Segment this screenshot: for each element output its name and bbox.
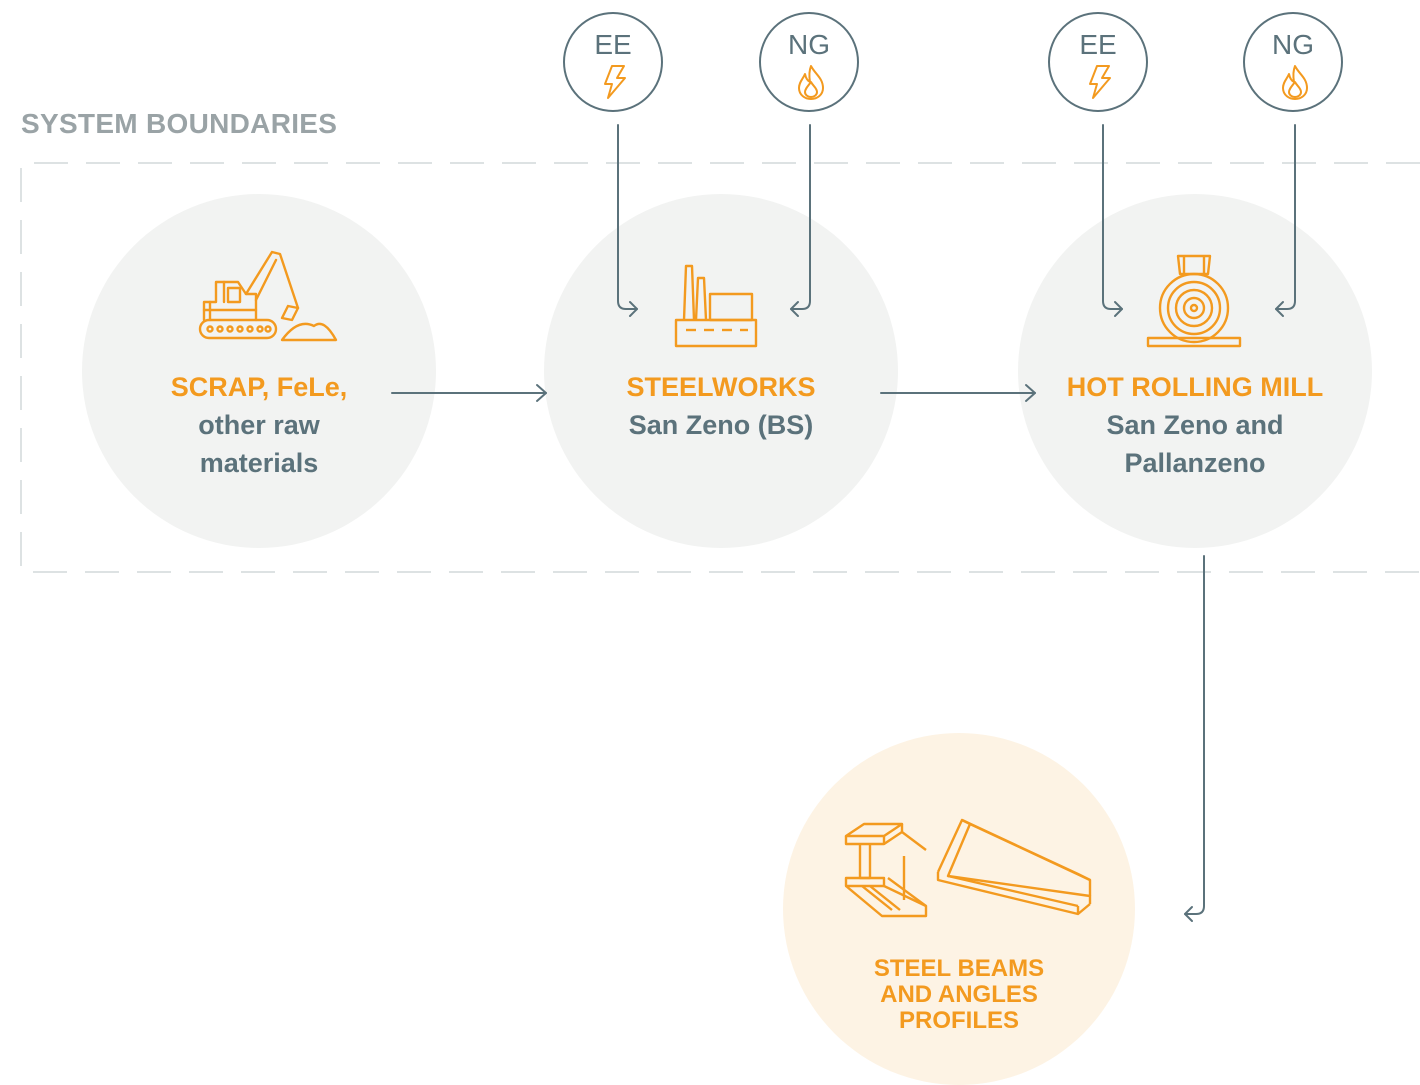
system-boundaries-label: SYSTEM BOUNDARIES (21, 108, 338, 139)
raw-materials-line2: other raw (198, 410, 320, 440)
steelworks-location: San Zeno (BS) (628, 410, 814, 440)
arrow-raw-to-steelworks (391, 384, 547, 402)
rolling-mill-line2: San Zeno and (1106, 410, 1284, 440)
ng-badge: NG (1243, 12, 1343, 112)
arrow-ee-to-mill (1102, 124, 1123, 317)
arrow-ng-to-mill (1275, 124, 1296, 317)
excavator-icon (198, 250, 338, 342)
raw-materials-label: SCRAP, FeLe, other raw materials (82, 368, 436, 482)
arrow-mill-to-product (1184, 555, 1205, 922)
raw-materials-title: SCRAP, FeLe, (170, 372, 348, 402)
product-line3: PROFILES (898, 1007, 1019, 1034)
ee-badge: EE (1048, 12, 1148, 112)
ng-badge: NG (759, 12, 859, 112)
beam-profiles-icon (844, 818, 1092, 918)
rolling-mill-label: HOT ROLLING MILL San Zeno and Pallanzeno (1018, 368, 1372, 482)
flame-icon (798, 65, 824, 100)
steelworks-label: STEELWORKS San Zeno (BS) (544, 368, 898, 444)
ee-badge: EE (563, 12, 663, 112)
lightning-icon (1089, 65, 1111, 99)
lightning-icon (604, 65, 626, 99)
steel-coil-icon (1146, 254, 1242, 348)
product-line1: STEEL BEAMS (873, 955, 1045, 982)
arrow-steelworks-to-mill (880, 384, 1036, 402)
product-circle (783, 733, 1135, 1085)
steelworks-circle (544, 194, 898, 548)
ee-badge-label: EE (594, 29, 632, 60)
raw-materials-line3: materials (199, 448, 319, 478)
steelworks-title: STEELWORKS (626, 372, 816, 402)
product-label: STEEL BEAMS AND ANGLES PROFILES (783, 956, 1135, 1034)
system-boundary-box (20, 162, 1420, 573)
rolling-mill-circle (1018, 194, 1372, 548)
factory-icon (674, 264, 758, 348)
ng-badge-label: NG (1272, 29, 1314, 60)
rolling-mill-title: HOT ROLLING MILL (1066, 372, 1324, 402)
arrow-ee-to-steelworks (617, 124, 638, 317)
flame-icon (1282, 65, 1308, 100)
arrow-ng-to-steelworks (790, 124, 811, 317)
raw-materials-circle (82, 194, 436, 548)
product-line2: AND ANGLES (880, 981, 1038, 1008)
rolling-mill-line3: Pallanzeno (1124, 448, 1266, 478)
ee-badge-label: EE (1079, 29, 1117, 60)
ng-badge-label: NG (788, 29, 830, 60)
